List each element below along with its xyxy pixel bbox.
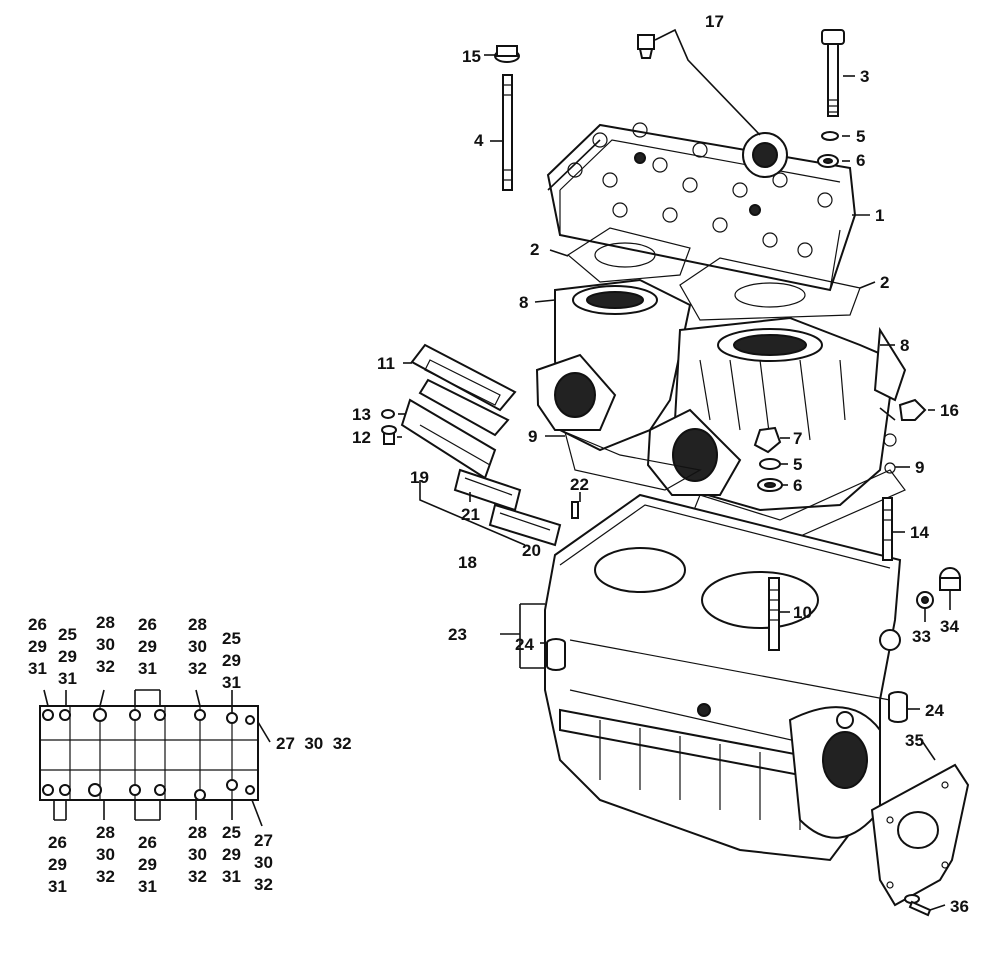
inset-bottom-3-a: 26 [138,833,157,852]
inset-top-6-b: 29 [222,651,241,670]
top-nut-15 [494,45,520,63]
inset-top-3-c: 32 [96,657,115,676]
inset-bottom-4-a: 28 [188,823,207,842]
inset-top-6-a: 25 [222,629,241,648]
inset-top-2-b: 29 [58,647,77,666]
callout-12: 12 [352,428,371,447]
cylinder-head [546,122,857,292]
inset-bottom-4-c: 32 [188,867,207,886]
inset-top-1-c: 31 [28,659,47,678]
callout-20: 20 [522,541,541,560]
inset-bottom-2-a: 28 [96,823,115,842]
callout-14: 14 [910,523,929,542]
callout-5-lower: 5 [793,455,802,474]
callout-8-right: 8 [900,336,909,355]
inset-top-3-a: 28 [96,613,115,632]
exhaust-flanges [535,326,907,496]
inset-bottom-6-c: 32 [254,875,273,894]
inset-bottom-5-b: 29 [222,845,241,864]
callout-10: 10 [793,603,812,622]
nut-washer-stack-lower [753,426,783,492]
callout-21: 21 [461,505,480,524]
callout-36: 36 [950,897,969,916]
cover-screw [904,894,932,917]
inset-top-4-c: 31 [138,659,157,678]
reed-valve-assembly [381,343,579,547]
head-gaskets [566,227,861,321]
callout-2-left: 2 [530,240,539,259]
inset-top-5-a: 28 [188,615,207,634]
long-bolt [821,29,845,117]
inset-bolt-pattern [39,689,271,827]
cylinders [535,278,907,512]
callout-9-left: 9 [528,427,537,446]
inset-top-5-c: 32 [188,659,207,678]
callout-3: 3 [860,67,869,86]
head-bolt-holes [567,122,833,258]
inset-top-5-b: 30 [188,637,207,656]
callout-11: 11 [377,354,395,373]
callout-5-upper: 5 [856,127,865,146]
callout-17: 17 [705,12,724,31]
crankcase [544,493,902,862]
head-stud [502,74,513,191]
nut-washer-stack-upper [817,131,839,168]
callout-23: 23 [448,625,467,644]
callout-15: 15 [462,47,481,66]
inset-bottom-1-c: 31 [48,877,67,896]
inset-top-6-c: 31 [222,673,241,692]
callout-2-right: 2 [880,273,889,292]
callout-7: 7 [793,429,802,448]
inset-bottom-3-b: 29 [138,855,157,874]
inset-top-4-a: 26 [138,615,157,634]
callout-24-right: 24 [925,701,944,720]
inset-top-4-b: 29 [138,637,157,656]
inset-top-2-a: 25 [58,625,77,644]
inset-bottom-2-b: 30 [96,845,115,864]
callout-19: 19 [410,468,429,487]
inset-bottom-5-a: 25 [222,823,241,842]
callout-33: 33 [912,627,931,646]
inset-right-label: 27 30 32 [276,734,352,753]
inset-top-3-b: 30 [96,635,115,654]
callout-labels: 17 15 3 4 5 6 1 2 2 8 8 11 16 13 12 9 7 … [352,12,969,916]
plug-17 [637,34,655,59]
callout-22: 22 [570,475,589,494]
inset-bottom-5-c: 31 [222,867,241,886]
callout-6-upper: 6 [856,151,865,170]
leader-lines [397,28,951,911]
inset-bottom-3-c: 31 [138,877,157,896]
plug-34 [939,567,961,591]
callout-18: 18 [458,553,477,572]
callout-1: 1 [875,206,884,225]
inset-bottom-1-b: 29 [48,855,67,874]
inset-bottom-4-b: 30 [188,845,207,864]
callout-6-lower: 6 [793,476,802,495]
washer-33 [916,591,934,609]
inset-bottom-6-a: 27 [254,831,273,850]
inset-bottom-2-c: 32 [96,867,115,886]
inset-top-2-c: 31 [58,669,77,688]
inset-bottom-6-b: 30 [254,853,273,872]
callout-9-right: 9 [915,458,924,477]
dowel-pins [546,638,908,723]
callout-35: 35 [905,731,924,750]
callout-16: 16 [940,401,959,420]
stud-14 [882,497,893,561]
cap-nut-16 [898,398,927,421]
callout-8-left: 8 [519,293,528,312]
inset-top-1-b: 29 [28,637,47,656]
inset-top-1-a: 26 [28,615,47,634]
callout-4: 4 [474,131,484,150]
inset-labels: 26 29 31 25 29 31 28 30 32 26 29 31 28 3… [28,613,352,896]
callout-24-left: 24 [515,635,534,654]
callout-34: 34 [940,617,959,636]
callout-13: 13 [352,405,371,424]
crankcase-cover-plate [870,763,970,907]
crankcase-stud [768,577,780,651]
inset-bottom-1-a: 26 [48,833,67,852]
